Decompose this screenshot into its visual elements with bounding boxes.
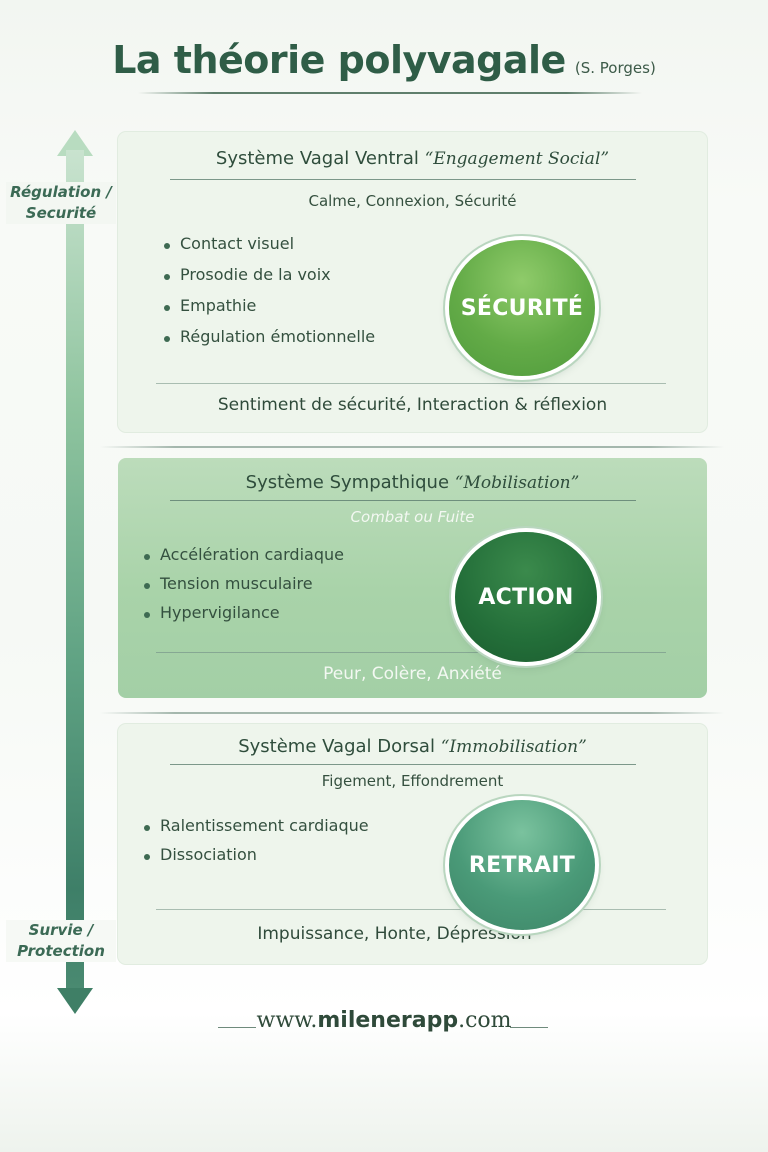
panel-title-quote: “Engagement Social” (424, 149, 610, 169)
panel-title-name: Système Vagal Dorsal (238, 736, 435, 757)
panel-title-rule (170, 179, 636, 180)
panel-title: Système Sympathique “Mobilisation” (118, 472, 707, 493)
axis-bar (66, 150, 84, 890)
panel-sympathetic: Système Sympathique “Mobilisation” Comba… (118, 458, 707, 698)
panel-footer: Sentiment de sécurité, Interaction & réf… (217, 395, 608, 415)
list-item: Accélération cardiaque (142, 545, 344, 564)
website-link[interactable]: www.milenerapp.com (0, 1008, 768, 1033)
title-author: (S. Porges) (574, 59, 656, 77)
list-item: Dissociation (142, 845, 369, 864)
list-item: Contact visuel (162, 234, 375, 253)
arrow-down-icon (57, 988, 93, 1014)
website-brand: milenerapp (317, 1008, 459, 1033)
panel-footer-rule (156, 383, 666, 384)
axis-bottom-line1: Survie / (28, 921, 94, 939)
panel-footer: Peur, Colère, Anxiété (323, 664, 502, 684)
badge-label: ACTION (478, 584, 574, 610)
panel-title-rule (170, 500, 636, 501)
panel-title-rule (170, 764, 636, 765)
list-item: Prosodie de la voix (162, 265, 375, 284)
badge-label: SÉCURITÉ (460, 295, 584, 321)
badge-securite: SÉCURITÉ (449, 240, 595, 376)
section-divider (100, 446, 724, 448)
title-divider (138, 92, 642, 94)
panel-footer: Impuissance, Honte, Dépression (257, 924, 532, 944)
panel-footer-rule (156, 909, 666, 910)
axis-bottom-line2: Protection (17, 942, 105, 960)
panel-subtitle: Figement, Effondrement (321, 772, 504, 790)
website-suffix: .com (458, 1008, 512, 1033)
list-item: Tension musculaire (142, 574, 344, 593)
panel-dorsal: Système Vagal Dorsal “Immobilisation” Fi… (118, 724, 707, 964)
badge-label: RETRAIT (468, 852, 576, 878)
website-rule-right (510, 1027, 548, 1028)
axis-top-line1: Régulation / (10, 183, 112, 201)
panel-subtitle: Calme, Connexion, Sécurité (308, 192, 517, 210)
section-divider (100, 712, 724, 714)
badge-retrait: RETRAIT (449, 800, 595, 930)
axis-label-bottom: Survie / Protection (6, 920, 116, 962)
panel-title: Système Vagal Ventral “Engagement Social… (118, 148, 707, 169)
list-item: Empathie (162, 296, 375, 315)
panel-ventral: Système Vagal Ventral “Engagement Social… (118, 132, 707, 432)
website-prefix: www. (256, 1008, 318, 1033)
bullet-list: Ralentissement cardiaque Dissociation (142, 816, 369, 864)
panel-subtitle: Combat ou Fuite (350, 508, 475, 526)
axis-top-line2: Securité (25, 204, 97, 222)
list-item: Régulation émotionnelle (162, 327, 375, 346)
bullet-list: Contact visuel Prosodie de la voix Empat… (162, 234, 375, 346)
panel-title-name: Système Vagal Ventral (215, 148, 419, 169)
bullet-list: Accélération cardiaque Tension musculair… (142, 545, 344, 622)
panel-title-quote: “Immobilisation” (440, 737, 587, 757)
axis-label-top: Régulation / Securité (6, 182, 116, 224)
website-rule-left (218, 1027, 256, 1028)
title-text: La théorie polyvagale (112, 38, 566, 82)
page-title: La théorie polyvagale (S. Porges) (0, 38, 768, 82)
badge-action: ACTION (455, 532, 597, 662)
list-item: Ralentissement cardiaque (142, 816, 369, 835)
panel-title-name: Système Sympathique (245, 472, 450, 493)
panel-title-quote: “Mobilisation” (454, 473, 580, 493)
panel-footer-rule (156, 652, 666, 653)
panel-title: Système Vagal Dorsal “Immobilisation” (118, 736, 707, 757)
list-item: Hypervigilance (142, 603, 344, 622)
